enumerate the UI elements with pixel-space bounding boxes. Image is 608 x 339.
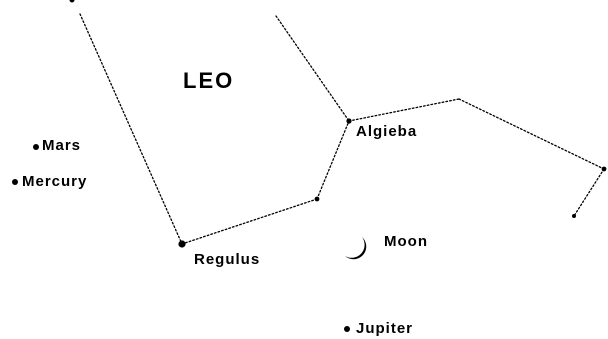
planet-mars-dot: [33, 144, 39, 150]
planet-label-jupiter: Jupiter: [356, 320, 413, 337]
star-dot: [315, 197, 320, 202]
star-dot: [70, 0, 75, 3]
star-algieba: [346, 118, 351, 123]
planet-jupiter-dot: [344, 326, 350, 332]
star-dot: [572, 214, 576, 218]
planet-label-mars: Mars: [42, 137, 81, 154]
constellation-line: [317, 121, 349, 199]
constellation-name: LEO: [183, 68, 234, 94]
constellation-line: [182, 199, 317, 244]
star-label-algieba: Algieba: [356, 123, 417, 140]
constellation-line: [276, 16, 349, 121]
constellation-line: [459, 99, 604, 169]
planet-mercury-dot: [12, 179, 18, 185]
moon-label: Moon: [384, 233, 428, 250]
constellation-line: [80, 14, 182, 244]
moon-crescent-icon: [345, 237, 366, 259]
star-regulus: [178, 240, 185, 247]
constellation-line: [574, 169, 604, 216]
planet-label-mercury: Mercury: [22, 173, 87, 190]
star-label-regulus: Regulus: [194, 251, 260, 268]
constellation-line: [349, 99, 459, 121]
star-dot: [602, 167, 607, 172]
